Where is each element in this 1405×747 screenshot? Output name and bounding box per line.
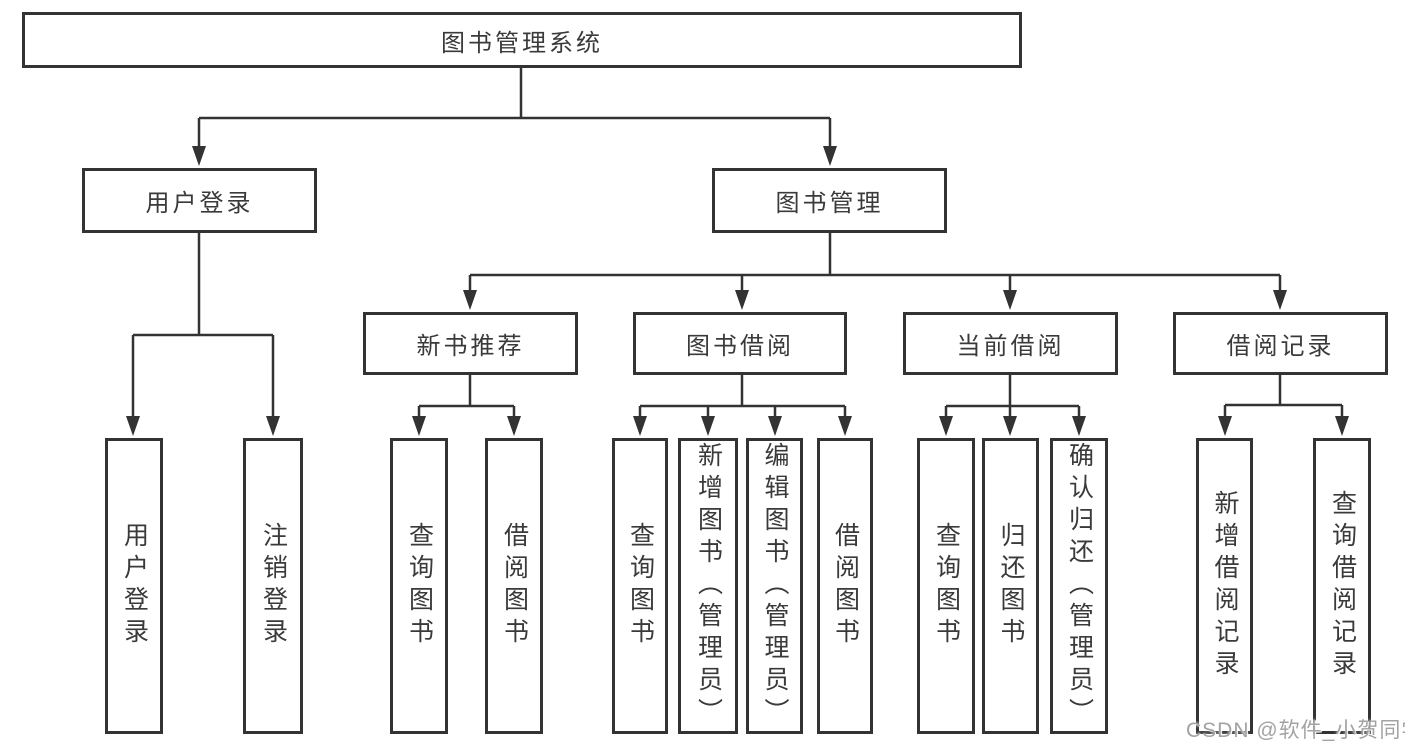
node-return-book: 归还图书 xyxy=(982,438,1039,734)
arrowheads-new-book-children xyxy=(412,416,521,436)
node-root: 图书管理系统 xyxy=(22,12,1022,68)
arrowheads-user-login-children xyxy=(126,416,280,436)
node-book-management: 图书管理 xyxy=(712,168,947,233)
node-confirm-return-admin: 确认归还（管理员） xyxy=(1050,438,1108,734)
node-login: 用户登录 xyxy=(105,438,163,734)
node-query-books-current: 查询图书 xyxy=(917,438,975,734)
csdn-watermark: CSDN @软件_小贺同学 xyxy=(1186,719,1405,742)
connector-book-borrow-children xyxy=(638,375,847,418)
node-new-book-recommend-label: 新书推荐 xyxy=(416,333,525,360)
node-current-borrow-label: 当前借阅 xyxy=(956,333,1065,360)
node-borrow-records-label: 借阅记录 xyxy=(1226,333,1335,360)
node-add-book-admin: 新增图书（管理员） xyxy=(678,438,738,734)
node-query-books-borrow-label: 查询图书 xyxy=(626,522,655,650)
node-borrow-books: 借阅图书 xyxy=(817,438,873,734)
node-query-books-borrow: 查询图书 xyxy=(612,438,668,734)
connector-root-to-level2 xyxy=(197,68,832,148)
node-login-label: 用户登录 xyxy=(120,522,149,650)
node-borrow-records: 借阅记录 xyxy=(1173,312,1388,375)
arrowheads-root-to-level2 xyxy=(192,146,837,166)
node-confirm-return-admin-label: 确认归还（管理员） xyxy=(1065,442,1094,730)
node-user-login: 用户登录 xyxy=(82,168,317,233)
node-add-borrow-record-label: 新增借阅记录 xyxy=(1211,490,1239,682)
node-edit-book-admin: 编辑图书（管理员） xyxy=(746,438,803,734)
node-root-label: 图书管理系统 xyxy=(441,29,603,57)
node-borrow-books-label: 借阅图书 xyxy=(831,522,860,650)
node-logout: 注销登录 xyxy=(243,438,303,734)
arrowheads-current-borrow-children xyxy=(939,416,1086,436)
node-current-borrow: 当前借阅 xyxy=(903,312,1118,375)
arrowheads-book-management-children xyxy=(463,290,1287,310)
node-book-borrow: 图书借阅 xyxy=(633,312,847,375)
connector-user-login-children xyxy=(131,233,275,418)
node-logout-label: 注销登录 xyxy=(259,522,288,650)
connector-current-borrow-children xyxy=(944,375,1081,418)
node-new-book-recommend: 新书推荐 xyxy=(363,312,578,375)
connector-new-book-children xyxy=(417,375,516,418)
node-add-book-admin-label: 新增图书（管理员） xyxy=(694,442,723,730)
node-query-books-current-label: 查询图书 xyxy=(932,522,961,650)
node-add-borrow-record: 新增借阅记录 xyxy=(1196,438,1253,734)
connector-book-management-children xyxy=(468,233,1282,292)
node-query-books-recommend: 查询图书 xyxy=(390,438,448,734)
node-book-management-label: 图书管理 xyxy=(775,190,884,217)
node-query-borrow-record: 查询借阅记录 xyxy=(1313,438,1371,734)
node-return-book-label: 归还图书 xyxy=(997,522,1025,650)
node-user-login-label: 用户登录 xyxy=(145,190,254,217)
node-query-books-recommend-label: 查询图书 xyxy=(405,522,434,650)
node-book-borrow-label: 图书借阅 xyxy=(686,333,794,360)
arrowheads-borrow-records-children xyxy=(1218,416,1349,436)
node-borrow-books-recommend: 借阅图书 xyxy=(485,438,543,734)
node-borrow-books-recommend-label: 借阅图书 xyxy=(500,522,529,650)
arrowheads-book-borrow-children xyxy=(633,416,852,436)
node-edit-book-admin-label: 编辑图书（管理员） xyxy=(761,442,789,730)
node-query-borrow-record-label: 查询借阅记录 xyxy=(1328,490,1357,682)
connector-borrow-records-children xyxy=(1223,375,1344,418)
